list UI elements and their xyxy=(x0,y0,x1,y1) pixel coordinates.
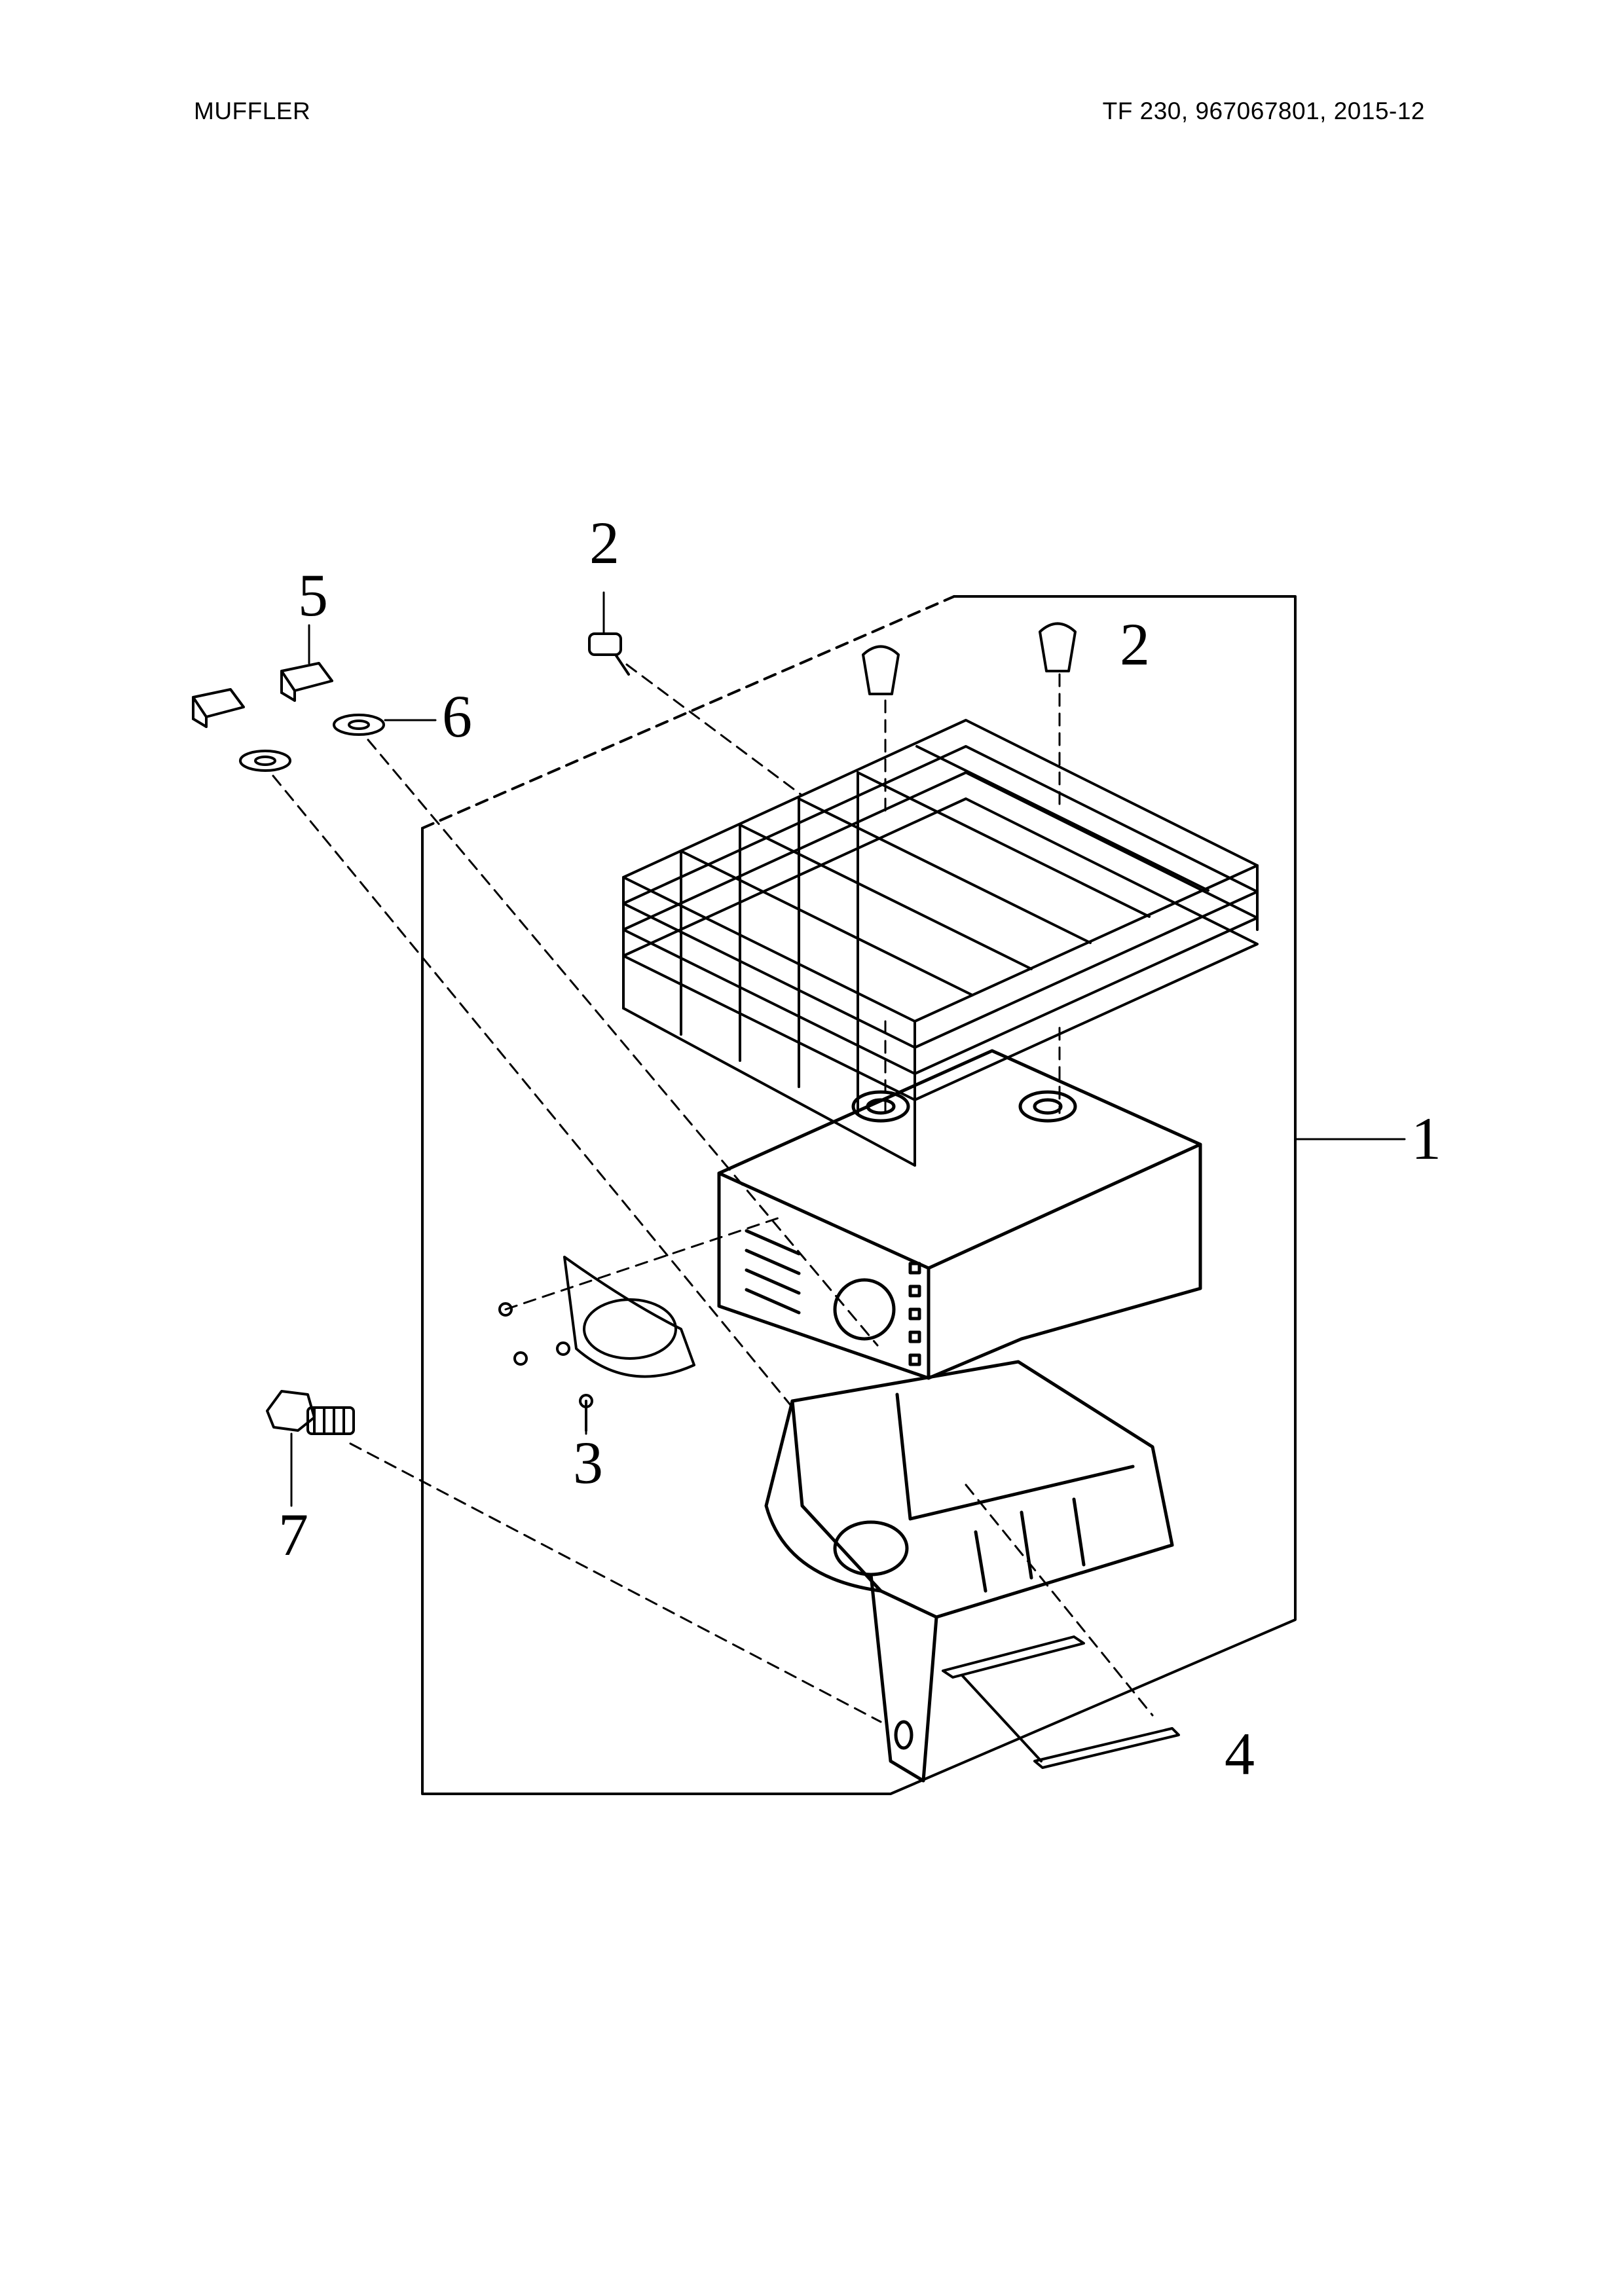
callout-labels: 2 2 5 6 1 3 7 4 xyxy=(278,509,1441,1787)
callout-3: 3 xyxy=(573,1429,603,1496)
muffler-body xyxy=(764,1360,1174,1783)
exhaust-deflector xyxy=(563,1256,695,1378)
callout-6: 6 xyxy=(442,683,472,750)
nuts-part-5 xyxy=(192,662,333,728)
callout-leaders xyxy=(290,591,1406,1507)
assembly-frame xyxy=(421,595,1297,1795)
gasket-part-4 xyxy=(942,1635,1180,1769)
callout-4: 4 xyxy=(1225,1721,1255,1787)
callout-5: 5 xyxy=(298,562,328,629)
washers-part-6 xyxy=(239,714,385,772)
callout-7: 7 xyxy=(278,1501,308,1568)
section-title: MUFFLER xyxy=(194,98,311,124)
leader-lines xyxy=(272,663,1154,1723)
bolt-part-7 xyxy=(266,1390,355,1435)
screws-part-3 xyxy=(498,1302,593,1432)
model-info: TF 230, 967067801, 2015-12 xyxy=(1102,98,1425,124)
callout-2-right: 2 xyxy=(1120,611,1150,678)
heat-shield-grille xyxy=(622,719,1259,1167)
callout-2-left: 2 xyxy=(589,509,619,576)
bolts-part-2 xyxy=(588,622,1077,695)
callout-1: 1 xyxy=(1411,1105,1441,1172)
